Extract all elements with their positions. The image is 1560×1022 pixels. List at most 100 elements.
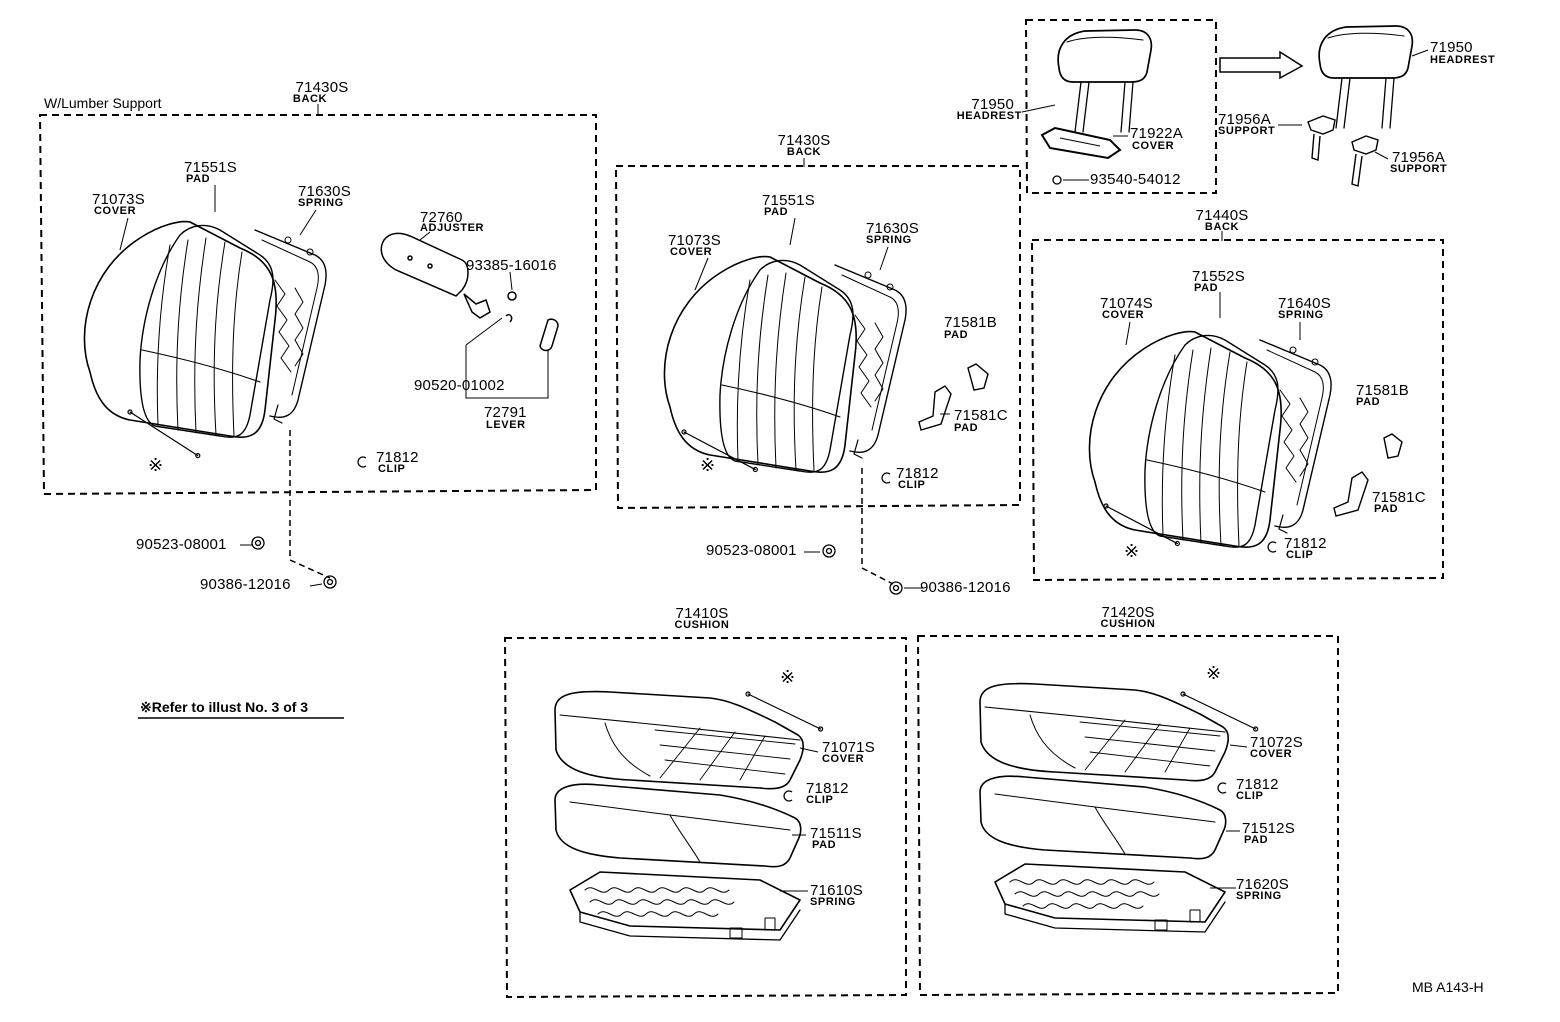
part-name-spring: SPRING <box>866 234 912 246</box>
part-number-71552s: 71552S <box>1192 268 1245 285</box>
lever-drawing <box>539 318 559 352</box>
part-number-71430s: 71430S <box>777 132 831 149</box>
headrest-left-drawing <box>1057 29 1153 133</box>
part-name-back: BACK <box>1204 221 1240 233</box>
part-number-71950: 71950 <box>971 96 1014 113</box>
part-number-71072s: 71072S <box>1250 734 1303 751</box>
part-number-90523-08001: 90523-08001 <box>706 542 797 559</box>
part-name-spring: SPRING <box>1278 309 1324 321</box>
part-name-cover: COVER <box>1250 748 1293 760</box>
part-name-lever: LEVER <box>486 419 526 431</box>
part-number-71074s: 71074S <box>1100 295 1153 312</box>
lumbar-support-title: W/Lumber Support <box>44 95 162 111</box>
drawing-code: MB A143-H <box>1412 979 1484 995</box>
part-name-support: SUPPORT <box>1218 125 1276 137</box>
part-number-90520-01002: 90520-01002 <box>414 377 505 394</box>
part-name-pad: PAD <box>186 173 211 185</box>
part-name-pad: PAD <box>1244 834 1269 846</box>
reference-note-text: Refer to illust No. 3 of 3 <box>151 699 309 715</box>
part-number-72760: 72760 <box>420 209 463 226</box>
part-number-71630s: 71630S <box>866 220 919 237</box>
part-number-71812: 71812 <box>1236 776 1279 793</box>
cushion-71410-drawing <box>554 690 804 941</box>
part-number-71073s: 71073S <box>92 191 145 208</box>
part-name-clip: CLIP <box>1236 790 1264 802</box>
part-number-71551s: 71551S <box>184 159 237 176</box>
part-name-headrest: HEADREST <box>956 110 1022 122</box>
reference-note-symbol: ※ <box>140 699 152 715</box>
part-number-71922a: 71922A <box>1130 125 1183 142</box>
part-number-71812: 71812 <box>1284 535 1327 552</box>
backrest-lumbar-drawing <box>83 220 327 439</box>
part-name-pad: PAD <box>1374 503 1399 515</box>
group-box-cushion-71420 <box>916 635 1339 997</box>
reference-marker: ※ <box>1206 663 1222 683</box>
backrest-standard-drawing <box>663 255 907 474</box>
part-number-90386-12016: 90386-12016 <box>200 576 291 593</box>
reference-marker: ※ <box>148 455 164 475</box>
part-name-support: SUPPORT <box>1390 163 1448 175</box>
part-name-cover: COVER <box>1132 140 1175 152</box>
part-number-71812: 71812 <box>896 465 939 482</box>
part-name-headrest: HEADREST <box>1430 54 1496 66</box>
part-number-71511s: 71511S <box>810 825 862 842</box>
reference-marker: ※ <box>780 667 796 687</box>
part-number-71640s: 71640S <box>1278 295 1331 312</box>
part-name-pad: PAD <box>812 839 837 851</box>
part-number-71430s: 71430S <box>295 79 349 96</box>
group-box-headrest <box>1024 19 1217 194</box>
part-number-93540-54012: 93540-54012 <box>1090 171 1181 188</box>
part-number-71812: 71812 <box>376 449 419 466</box>
reference-marker: ※ <box>1124 541 1140 561</box>
part-name-pad: PAD <box>764 206 789 218</box>
part-number-71956a: 71956A <box>1218 111 1271 128</box>
adjuster-drawing <box>380 232 469 297</box>
part-name-pad: PAD <box>1194 282 1219 294</box>
part-name-spring: SPRING <box>1236 890 1282 902</box>
part-number-71950: 71950 <box>1430 39 1473 56</box>
part-number-71630s: 71630S <box>298 183 351 200</box>
part-name-cushion: CUSHION <box>674 619 730 631</box>
part-name-cover: COVER <box>94 205 137 217</box>
part-name-spring: SPRING <box>298 197 344 209</box>
part-number-71610s: 71610S <box>810 882 863 899</box>
part-name-adjuster: ADJUSTER <box>420 222 485 234</box>
part-number-71956a: 71956A <box>1392 149 1445 166</box>
part-name-pad: PAD <box>944 329 969 341</box>
part-number-71073s: 71073S <box>668 232 721 249</box>
part-name-clip: CLIP <box>806 794 834 806</box>
part-number-71071s: 71071S <box>822 739 875 756</box>
reference-marker: ※ <box>700 455 716 475</box>
part-number-71620s: 71620S <box>1236 876 1289 893</box>
backrest-71440-drawing <box>1088 330 1332 549</box>
part-number-72791: 72791 <box>484 404 527 421</box>
part-number-71512s: 71512S <box>1242 820 1295 837</box>
group-box-standard-back <box>614 165 1021 510</box>
reference-note: ※Refer to illust No. 3 of 3 <box>140 700 308 714</box>
part-name-pad: PAD <box>1356 396 1381 408</box>
group-box-lumbar-back <box>38 114 597 496</box>
part-name-back: BACK <box>786 146 822 158</box>
part-name-clip: CLIP <box>1286 549 1314 561</box>
part-name-clip: CLIP <box>378 463 406 475</box>
part-number-71581b: 71581B <box>944 314 997 331</box>
part-number-93385-16016: 93385-16016 <box>466 257 557 274</box>
part-number-71410s: 71410S <box>675 605 729 622</box>
part-name-spring: SPRING <box>810 896 856 908</box>
part-name-cover: COVER <box>670 246 713 258</box>
part-number-71420s: 71420S <box>1101 604 1155 621</box>
part-name-clip: CLIP <box>898 479 926 491</box>
headrest-right-drawing <box>1318 25 1414 129</box>
part-number-71440s: 71440S <box>1195 207 1249 224</box>
part-name-pad: PAD <box>954 422 979 434</box>
part-name-cover: COVER <box>822 753 865 765</box>
part-number-71581c: 71581C <box>1372 489 1426 506</box>
part-name-cover: COVER <box>1102 309 1145 321</box>
arrow-icon <box>1219 50 1304 80</box>
part-number-71581c: 71581C <box>954 407 1008 424</box>
part-number-90523-08001: 90523-08001 <box>136 536 227 553</box>
group-box-back-71440 <box>1030 239 1444 582</box>
cushion-71420-drawing <box>979 682 1229 933</box>
part-number-71551s: 71551S <box>762 192 815 209</box>
